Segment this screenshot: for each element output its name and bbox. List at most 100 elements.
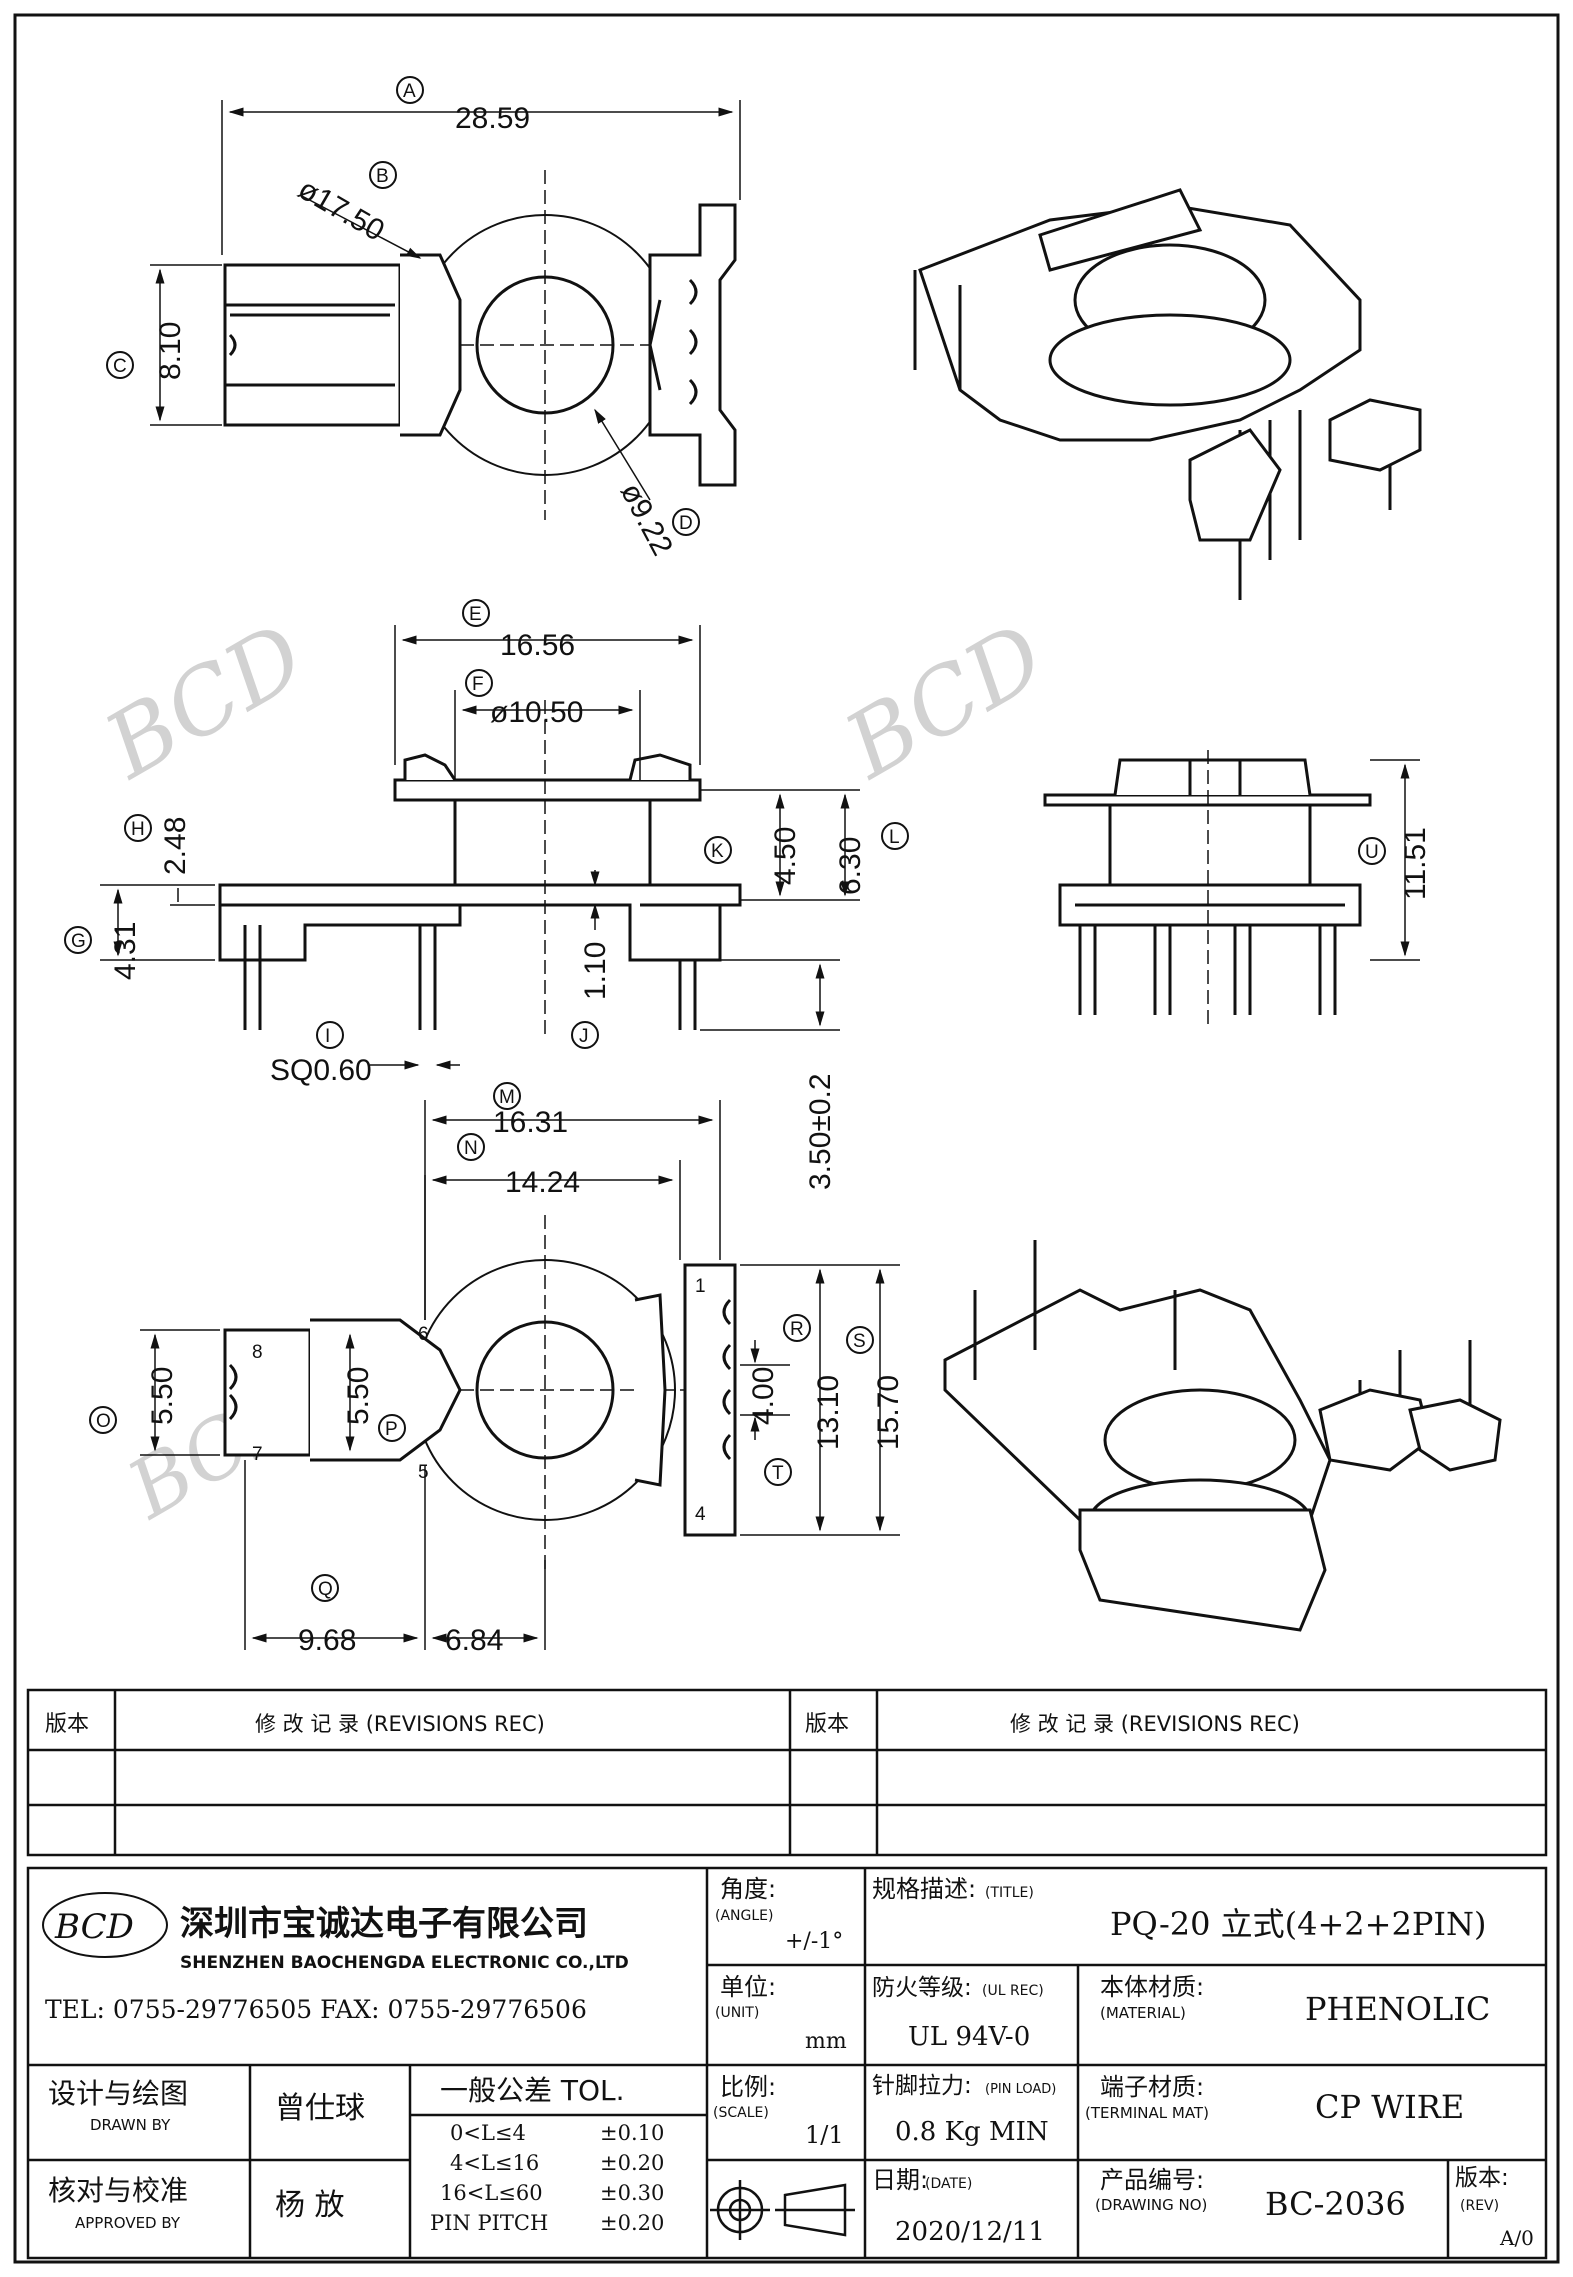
letter-L: L <box>881 822 909 850</box>
date-value: 2020/12/11 <box>895 2217 1045 2247</box>
ul-value: UL 94V-0 <box>908 2022 1030 2052</box>
angle-sub: (ANGLE) <box>715 1908 773 1924</box>
company-name-cn: 深圳市宝诚达电子有限公司 <box>180 1904 588 1944</box>
company-name-en: SHENZHEN BAOCHENGDA ELECTRONIC CO.,LTD <box>180 1953 629 1973</box>
unit-label: 单位: <box>720 1973 776 2001</box>
letter-E: E <box>462 599 490 627</box>
dim-O: 5.50 <box>146 1367 179 1425</box>
material-label: 本体材质: <box>1100 1973 1204 2001</box>
letter-N: N <box>457 1133 485 1161</box>
letter-J: J <box>571 1021 599 1049</box>
iso-view-bottom <box>943 1240 1502 1632</box>
company-block: BCD 深圳市宝诚达电子有限公司 SHENZHEN BAOCHENGDA ELE… <box>42 1892 629 2024</box>
dim-N: 14.24 <box>505 1166 580 1199</box>
pin-label-6: 6 <box>418 1324 429 1345</box>
drawing-no-sub: (DRAWING NO) <box>1095 2196 1207 2214</box>
drawing-no-label: 产品编号: <box>1100 2166 1204 2194</box>
rev-title-right: 修 改 记 录 (REVISIONS REC) <box>1010 1712 1300 1736</box>
svg-text:H: H <box>131 819 145 840</box>
pin-label-4: 4 <box>695 1504 706 1525</box>
company-phone: TEL: 0755-29776505 FAX: 0755-29776506 <box>45 1995 587 2024</box>
letter-H: H <box>124 814 152 842</box>
svg-text:P: P <box>385 1419 398 1440</box>
rev-header-left: 版本 <box>45 1712 89 1737</box>
letter-M: M <box>493 1082 521 1110</box>
pinload-value: 0.8 Kg MIN <box>895 2117 1049 2147</box>
bottom-view-dims: 16.31 14.24 5.50 5.50 13.10 15.70 4.00 9… <box>89 1082 905 1657</box>
projection-symbol <box>710 2180 855 2240</box>
ul-sub: (UL REC) <box>982 1983 1044 1999</box>
svg-text:D: D <box>679 513 693 534</box>
angle-label: 角度: <box>720 1875 776 1903</box>
letter-S: S <box>846 1326 874 1354</box>
pin-label-5: 5 <box>418 1462 429 1483</box>
watermark-2: BCD <box>827 604 1062 800</box>
svg-text:J: J <box>579 1026 589 1047</box>
pin-label-7: 7 <box>252 1444 263 1465</box>
svg-text:N: N <box>464 1138 478 1159</box>
svg-text:K: K <box>711 841 724 862</box>
svg-text:Q: Q <box>318 1579 333 1600</box>
tol-value-1: ±0.10 <box>600 2121 664 2145</box>
letter-B: B <box>369 161 397 189</box>
dim-L: 6.30 <box>834 837 867 895</box>
scale-sub: (SCALE) <box>713 2105 769 2121</box>
dim-E: 16.56 <box>500 629 575 662</box>
iso-view-top <box>913 188 1422 600</box>
title-block <box>26 1866 1548 2260</box>
drawn-sub: DRAWN BY <box>90 2116 171 2134</box>
rev-header-right: 版本 <box>805 1712 849 1737</box>
drawn-value: 曾仕球 <box>275 2091 365 2126</box>
svg-text:L: L <box>889 827 900 848</box>
rev-label: 版本: <box>1455 2165 1509 2191</box>
terminal-value: CP WIRE <box>1315 2088 1464 2126</box>
side-view <box>100 625 860 1070</box>
dim-M: 16.31 <box>493 1106 568 1139</box>
pin-label-1: 1 <box>695 1276 706 1297</box>
dim-P: 5.50 <box>342 1367 375 1425</box>
dim-A: 28.59 <box>455 102 530 135</box>
dim-F: ø10.50 <box>490 696 583 729</box>
right-view-dims: 11.51 U <box>1358 827 1432 900</box>
svg-text:M: M <box>499 1087 515 1108</box>
svg-text:O: O <box>96 1411 111 1432</box>
dim-R: 13.10 <box>812 1375 845 1450</box>
pin-label-8: 8 <box>252 1342 263 1363</box>
approved-label: 核对与校准 <box>48 2174 188 2207</box>
tol-value-3: ±0.30 <box>600 2181 664 2205</box>
letter-O: O <box>89 1406 117 1434</box>
letter-Q: Q <box>311 1574 339 1602</box>
letter-U: U <box>1358 837 1386 865</box>
tol-value-2: ±0.20 <box>600 2151 664 2175</box>
tol-title: 一般公差 TOL. <box>440 2074 625 2107</box>
revision-table-text: 版本 修 改 记 录 (REVISIONS REC) 版本 修 改 记 录 (R… <box>45 1712 1300 1737</box>
letter-K: K <box>704 836 732 864</box>
dim-I: SQ0.60 <box>270 1054 372 1087</box>
dim-Q2: 6.84 <box>445 1624 503 1657</box>
dim-J: 1.10 <box>579 942 612 1000</box>
dim-C: 8.10 <box>154 322 187 380</box>
letter-P: P <box>378 1414 406 1442</box>
tol-range-3: 16<L≤60 <box>440 2181 543 2205</box>
svg-text:B: B <box>376 166 389 187</box>
unit-value: mm <box>805 2029 847 2054</box>
rev-title-left: 修 改 记 录 (REVISIONS REC) <box>255 1712 545 1736</box>
spec-label: 规格描述: <box>872 1875 976 1903</box>
dim-T: 4.00 <box>747 1367 780 1425</box>
material-value: PHENOLIC <box>1305 1990 1490 2028</box>
side-view-dims: 16.56 ø10.50 2.48 4.31 4.50 6.30 SQ0.60 … <box>64 599 909 1190</box>
tol-range-4: PIN PITCH <box>430 2211 548 2235</box>
scale-label: 比例: <box>720 2073 776 2101</box>
dim-Q1: 9.68 <box>298 1624 356 1657</box>
drawn-label: 设计与绘图 <box>48 2077 188 2110</box>
unit-sub: (UNIT) <box>715 2005 759 2021</box>
terminal-label: 端子材质: <box>1100 2073 1204 2101</box>
svg-text:G: G <box>71 931 86 952</box>
rev-value: A/0 <box>1499 2226 1534 2250</box>
spec-sub: (TITLE) <box>985 1885 1034 1901</box>
date-sub: (DATE) <box>925 2176 972 2192</box>
angle-value: +/-1° <box>785 1929 843 1954</box>
svg-text:C: C <box>113 356 127 377</box>
svg-text:E: E <box>469 604 482 625</box>
